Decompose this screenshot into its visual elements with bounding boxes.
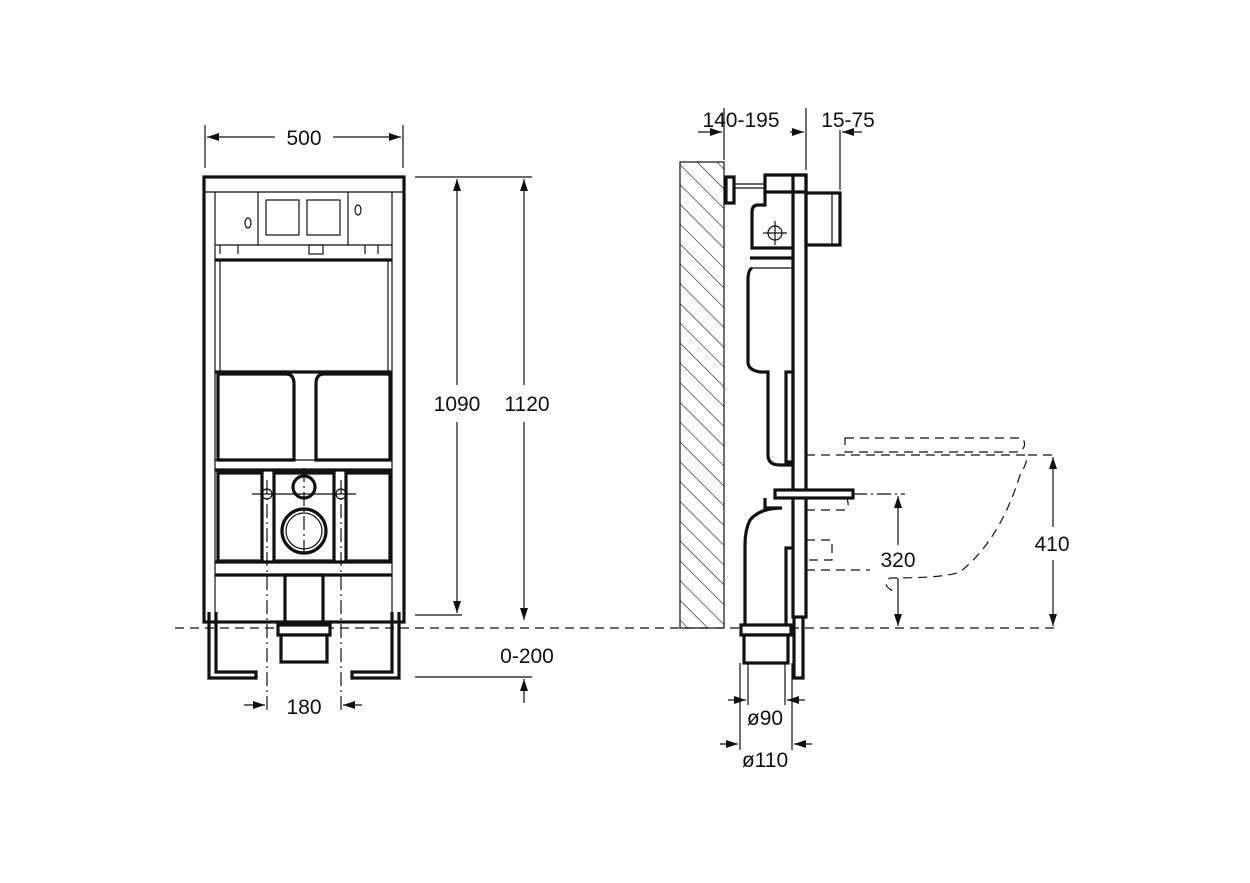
height-1120-label: 1120 <box>504 393 549 416</box>
pipe-inner-diameter-label: ø90 <box>747 707 783 730</box>
flush-button-left <box>265 199 300 236</box>
bowl-height-label: 410 <box>1034 533 1069 556</box>
pipe-outer-diameter-label: ø110 <box>742 749 788 772</box>
wall-hatch <box>679 161 725 629</box>
front-view <box>202 175 406 712</box>
leg-adjust-label: 0-200 <box>500 645 554 668</box>
outlet-height-label: 320 <box>880 549 915 572</box>
outlet-spacing-label: 180 <box>286 696 321 719</box>
height-1090-label: 1090 <box>434 393 481 416</box>
width-500-label: 500 <box>286 127 321 150</box>
wall-distance-label: 140-195 <box>702 109 779 132</box>
front-dimensions <box>204 125 532 709</box>
side-dimensions <box>698 108 1057 750</box>
panel-depth-label: 15-75 <box>821 109 875 132</box>
flush-button-right <box>306 199 341 236</box>
side-view <box>679 161 1058 680</box>
